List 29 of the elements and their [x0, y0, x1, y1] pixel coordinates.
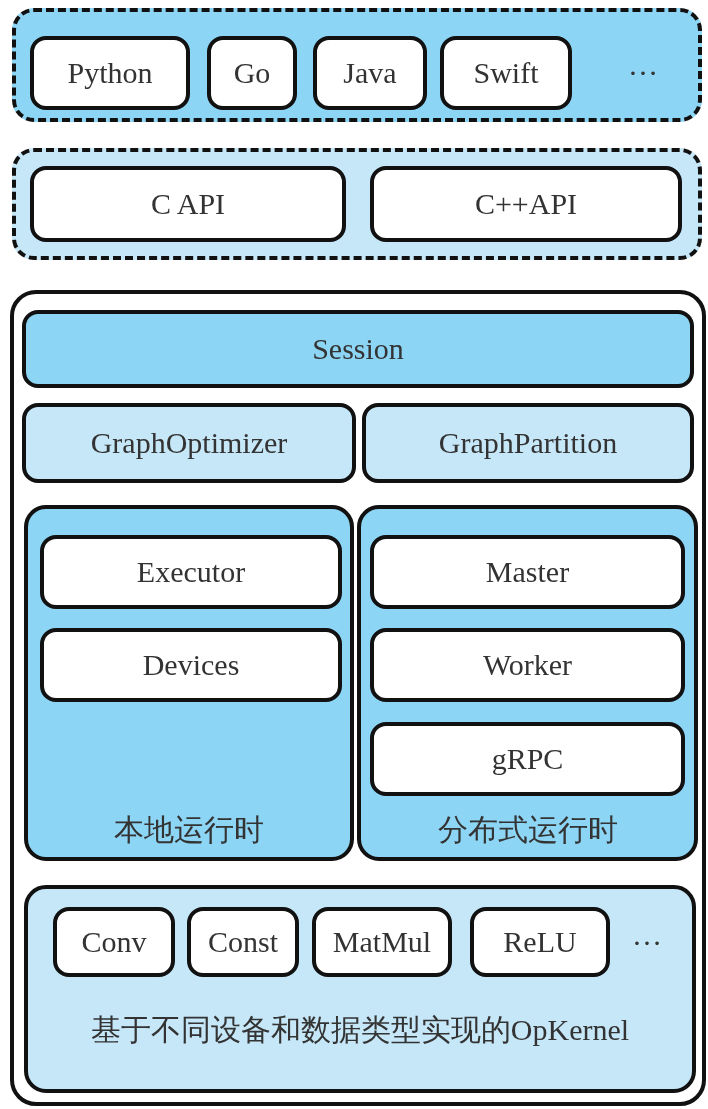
module-box: Conv: [53, 907, 175, 977]
module-box: Executor: [40, 535, 342, 609]
layer-band: [12, 8, 702, 122]
core-runtime-frame: [10, 290, 706, 1106]
layer-band: [12, 148, 702, 260]
module-box: ReLU: [470, 907, 610, 977]
ellipsis-text: …: [628, 48, 658, 82]
ellipsis-text: …: [632, 918, 662, 952]
panel-title: 本地运行时: [113, 812, 265, 848]
module-box: MatMul: [312, 907, 452, 977]
module-box: GraphOptimizer: [22, 403, 356, 483]
panel-title: 基于不同设备和数据类型实现的OpKernel: [89, 1012, 631, 1048]
module-box: Go: [207, 36, 297, 110]
module-box: Python: [30, 36, 190, 110]
runtime-panel: [24, 505, 354, 861]
module-box: C API: [30, 166, 346, 242]
module-box: Swift: [440, 36, 572, 110]
runtime-panel: [357, 505, 698, 861]
module-box: Java: [313, 36, 427, 110]
module-box: Session: [22, 310, 694, 388]
runtime-panel: [24, 885, 696, 1093]
module-box: Master: [370, 535, 685, 609]
module-box: GraphPartition: [362, 403, 694, 483]
panel-title: 分布式运行时: [436, 812, 619, 848]
module-box: gRPC: [370, 722, 685, 796]
module-box: Devices: [40, 628, 342, 702]
module-box: C++API: [370, 166, 682, 242]
module-box: Const: [187, 907, 299, 977]
module-box: Worker: [370, 628, 685, 702]
